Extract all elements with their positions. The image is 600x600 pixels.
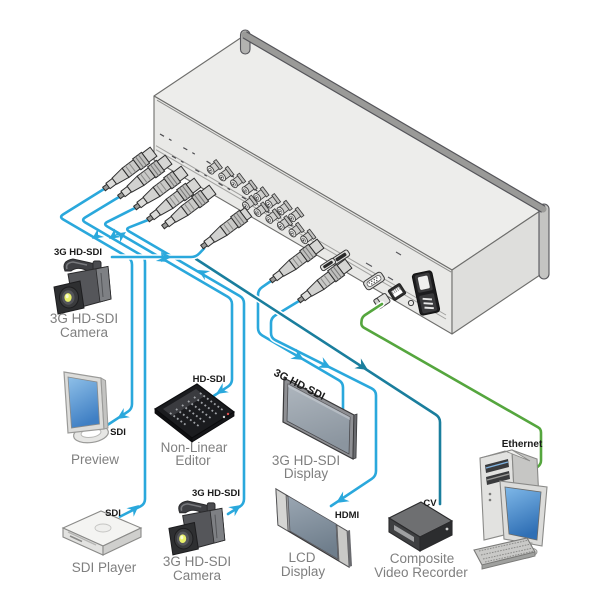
svg-text:Camera: Camera	[60, 325, 109, 340]
svg-text:Non-Linear: Non-Linear	[161, 440, 228, 455]
svg-text:Display: Display	[281, 564, 326, 579]
svg-text:Display: Display	[284, 466, 329, 481]
svg-text:CV: CV	[423, 498, 437, 509]
svg-text:Editor: Editor	[175, 453, 211, 468]
svg-text:Composite: Composite	[390, 551, 455, 566]
svg-text:3G HD-SDI: 3G HD-SDI	[54, 247, 102, 258]
svg-text:3G HD-SDI: 3G HD-SDI	[192, 488, 240, 499]
svg-text:Preview: Preview	[71, 452, 119, 467]
svg-text:SDI: SDI	[105, 508, 121, 519]
svg-text:Video Recorder: Video Recorder	[374, 565, 468, 580]
svg-text:Camera: Camera	[173, 568, 222, 583]
svg-text:3G HD-SDI: 3G HD-SDI	[163, 554, 231, 569]
svg-text:HDMI: HDMI	[335, 510, 359, 521]
svg-text:SDI: SDI	[110, 427, 126, 438]
svg-text:HD-SDI: HD-SDI	[193, 374, 226, 385]
svg-text:3G HD-SDI: 3G HD-SDI	[272, 453, 340, 468]
svg-text:SDI Player: SDI Player	[72, 560, 137, 575]
svg-text:3G HD-SDI: 3G HD-SDI	[50, 311, 118, 326]
svg-text:Ethernet: Ethernet	[502, 439, 543, 450]
svg-text:LCD: LCD	[288, 550, 315, 565]
